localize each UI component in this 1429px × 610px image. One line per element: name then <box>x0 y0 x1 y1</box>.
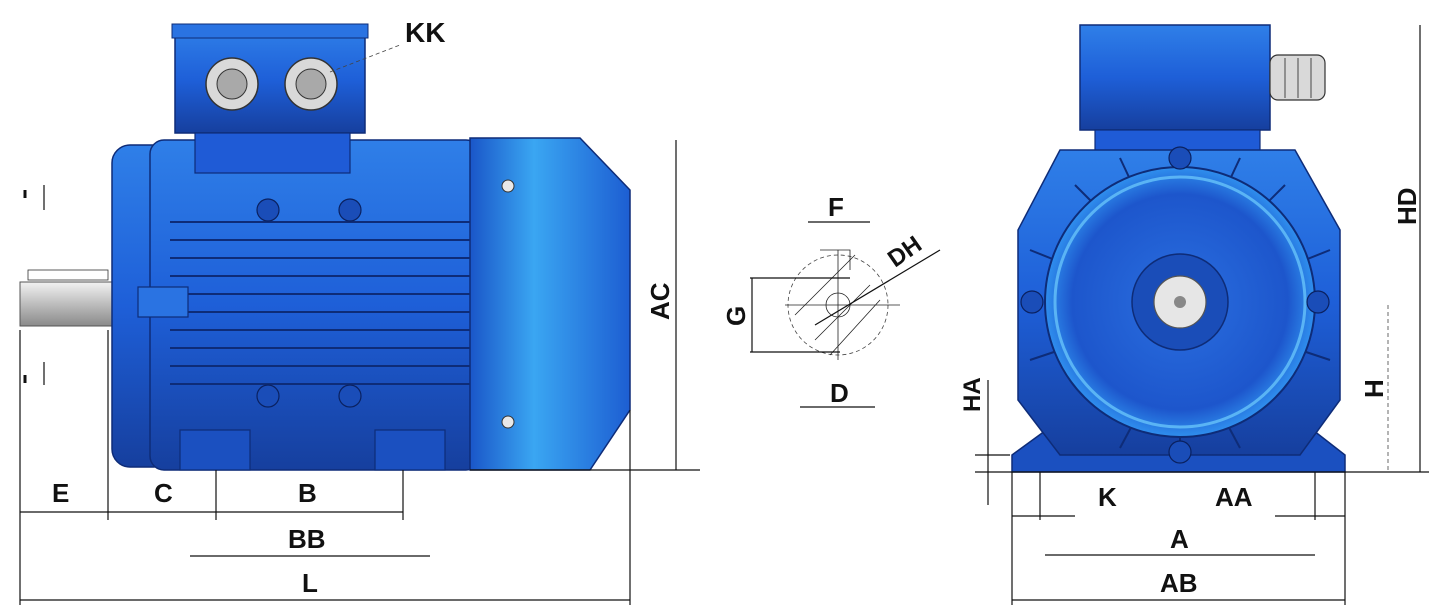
label-h: H <box>1359 379 1389 398</box>
fan-cover <box>469 137 631 471</box>
label-ab: AB <box>1160 568 1198 598</box>
front-view-motor <box>1011 24 1346 473</box>
side-cable-gland <box>1269 54 1326 101</box>
front-foot <box>179 429 251 471</box>
label-hd: HD <box>1392 187 1422 225</box>
motor-body <box>149 139 481 471</box>
label-dh: DH <box>883 231 927 273</box>
label-ha: HA <box>959 377 986 412</box>
label-bb: BB <box>288 524 326 554</box>
label-a: A <box>1170 524 1189 554</box>
label-g: G <box>721 306 751 326</box>
rear-foot <box>374 429 446 471</box>
label-d: D <box>830 378 849 408</box>
label-f: F <box>828 192 844 222</box>
label-ac: AC <box>645 282 675 320</box>
side-view-motor <box>19 23 631 471</box>
shaft <box>19 281 119 327</box>
body-bolts <box>256 198 362 408</box>
label-k: K <box>1098 482 1117 512</box>
label-kk: KK <box>405 17 445 48</box>
label-e: E <box>52 478 69 508</box>
label-l: L <box>302 568 318 598</box>
cable-glands <box>205 57 338 111</box>
end-shield-bolts <box>1020 146 1330 464</box>
front-terminal-box <box>1079 24 1271 131</box>
cooling-fins <box>170 221 470 385</box>
shaft-section <box>750 221 941 408</box>
side-view-dimensions <box>19 140 700 605</box>
label-aa: AA <box>1215 482 1253 512</box>
label-b: B <box>298 478 317 508</box>
front-view-dimensions <box>975 25 1429 605</box>
label-c: C <box>154 478 173 508</box>
